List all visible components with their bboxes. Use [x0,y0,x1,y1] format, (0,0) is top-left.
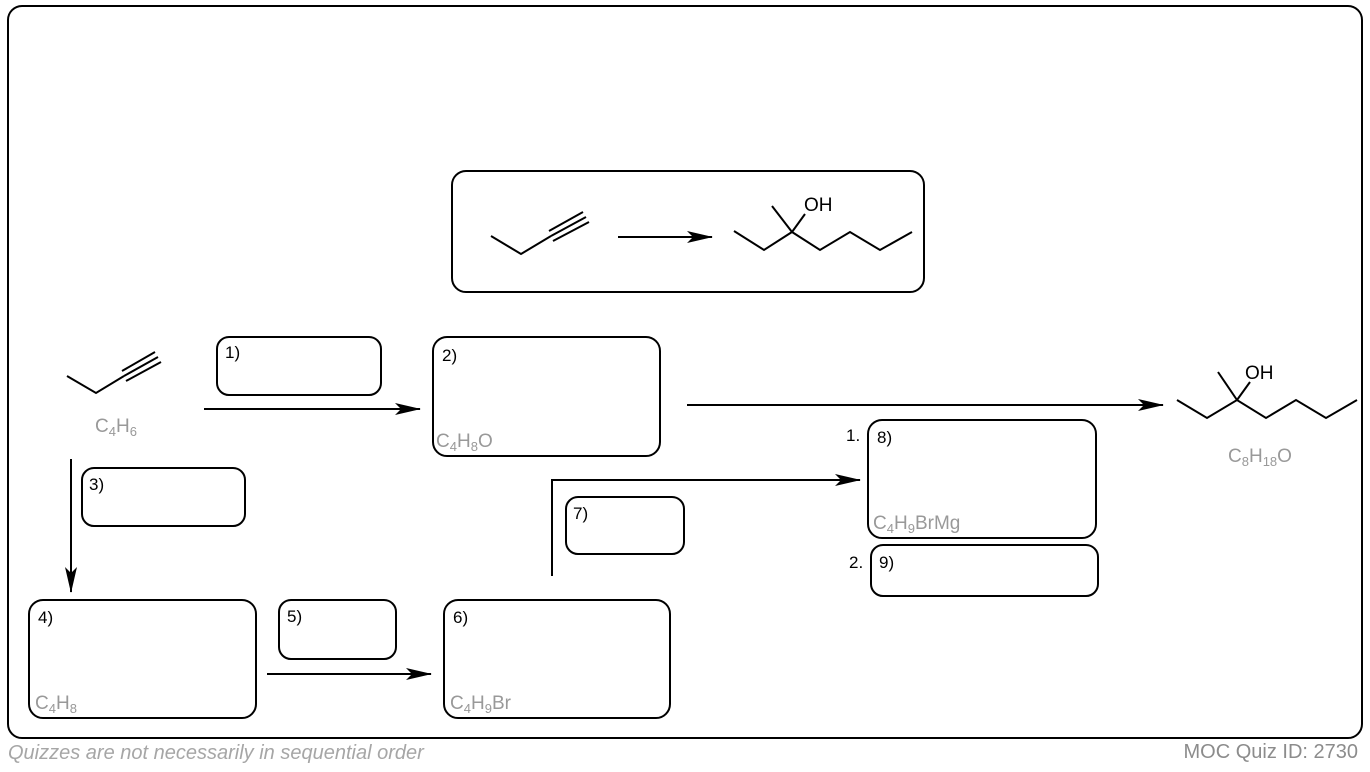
answer-box-8[interactable]: 1. 8) C4H9BrMg [846,419,1097,539]
box-2-formula: C4H8O [436,431,493,454]
answer-box-4[interactable]: 4) C4H8 [28,599,257,719]
product-alcohol-structure [1176,371,1358,420]
product-oh-label: OH [1245,363,1274,384]
product-formula: C8H18O [1228,446,1292,469]
box-8-step: 1. [846,426,860,445]
overview-oh-label: OH [804,195,833,216]
box-8-formula: C4H9BrMg [873,513,960,536]
start-formula: C4H6 [95,416,137,439]
quiz-id: MOC Quiz ID: 2730 [1183,741,1358,763]
box-9-step: 2. [849,553,863,572]
overview-butyne-structure [490,211,590,256]
answer-box-3[interactable]: 3) [81,467,246,527]
box-6-formula: C4H9Br [450,693,512,716]
box-5-label: 5) [287,607,302,626]
box-1-label: 1) [225,343,240,362]
overview-box: OH [451,170,925,293]
answer-box-7[interactable]: 7) [565,496,685,555]
box-6-label: 6) [453,608,468,627]
start-butyne-structure [66,351,162,395]
overview-alcohol-structure [733,205,913,252]
footer-note: Quizzes are not necessarily in sequentia… [8,742,424,764]
box-2-label: 2) [442,346,457,365]
box-4-label: 4) [38,608,53,627]
answer-box-2[interactable]: 2) C4H8O [432,336,661,457]
box-3-label: 3) [89,475,104,494]
outer-frame [7,5,1363,739]
box-7-label: 7) [573,504,588,523]
answer-box-5[interactable]: 5) [278,599,397,660]
answer-box-1[interactable]: 1) [216,336,382,396]
box-9-label: 9) [879,553,894,572]
box-4-formula: C4H8 [35,693,77,716]
box-8-label: 8) [877,428,892,447]
answer-box-6[interactable]: 6) C4H9Br [443,599,671,719]
answer-box-9[interactable]: 2. 9) [849,544,1099,597]
arrow-6-to-8 [551,474,861,576]
